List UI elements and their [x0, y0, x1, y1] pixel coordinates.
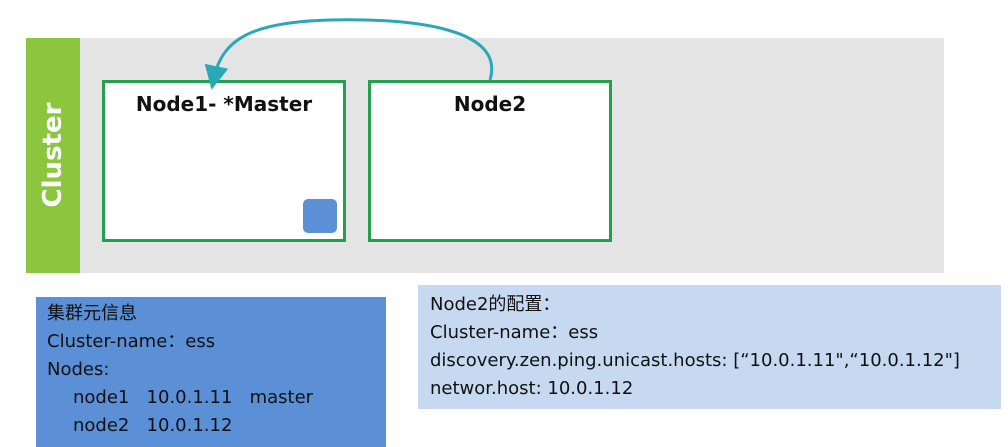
cluster-label: Cluster — [38, 102, 68, 208]
node2-title: Node2 — [453, 92, 527, 116]
node2-config-box: Node2的配置： Cluster-name：ess discovery.zen… — [418, 285, 1001, 409]
meta-title: 集群元信息 — [47, 303, 137, 324]
meta-node2-line: node2 10.0.1.12 — [73, 415, 233, 436]
cluster-meta-box: 集群元信息 Cluster-name：ess Nodes: node1 10.0… — [36, 297, 386, 447]
meta-nodes-label: Nodes: — [47, 359, 110, 380]
cluster-label-bar — [26, 38, 80, 273]
config-hosts: discovery.zen.ping.unicast.hosts: [“10.0… — [430, 350, 960, 371]
meta-cluster-name: Cluster-name：ess — [47, 331, 216, 352]
config-title: Node2的配置： — [430, 294, 561, 315]
node2-box: Node2 — [368, 80, 612, 242]
config-cluster-name: Cluster-name：ess — [430, 322, 599, 343]
node1-title: Node1- *Master — [135, 92, 313, 116]
meta-node1-line: node1 10.0.1.11 master — [73, 387, 314, 408]
shard-block — [303, 199, 337, 233]
node1-box: Node1- *Master — [102, 80, 346, 242]
config-network-host: networ.host: 10.0.1.12 — [430, 378, 634, 399]
